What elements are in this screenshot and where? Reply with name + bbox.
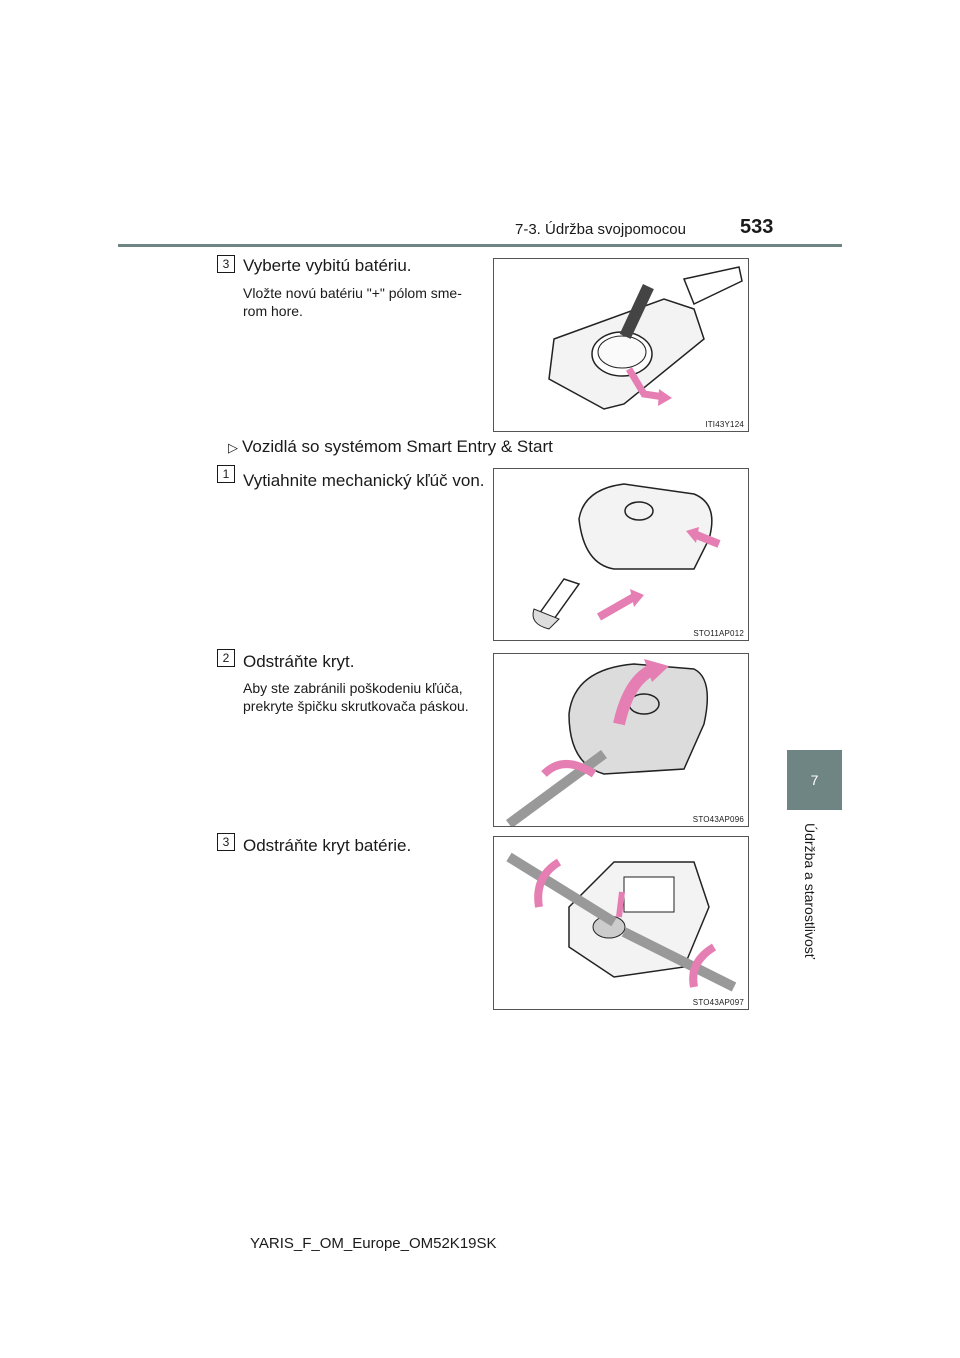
- section-title: 7-3. Údržba svojpomocou: [515, 221, 686, 238]
- step-number: 3: [217, 255, 235, 273]
- step-number: 1: [217, 465, 235, 483]
- figure-remove-cover: STO43AP096: [493, 653, 749, 827]
- chapter-label: Údržba a starostlivosť: [800, 818, 820, 968]
- figure-remove-battery-cover: STO43AP097: [493, 836, 749, 1010]
- step-number: 2: [217, 649, 235, 667]
- remove-key-illustration: [532, 483, 721, 630]
- figure-id: STO11AP012: [693, 629, 744, 638]
- battery-removal-illustration: [548, 266, 743, 410]
- figure-id: ITI43Y124: [705, 420, 744, 429]
- step-number: 3: [217, 833, 235, 851]
- step-title: Odstráňte kryt.: [243, 652, 355, 671]
- step-note: Aby ste zabránili poškodeniu kľúča, prek…: [243, 680, 469, 714]
- figure-id: STO43AP097: [692, 998, 744, 1007]
- triangle-bullet-icon: ▷: [228, 440, 238, 455]
- figure-remove-mechanical-key: STO11AP012: [493, 468, 749, 641]
- step-note: Vložte novú batériu "+" pólom sme-rom ho…: [243, 285, 462, 319]
- step-title: Vyberte vybitú batériu.: [243, 256, 412, 275]
- step-title: Odstráňte kryt batérie.: [243, 836, 412, 855]
- bullet-heading-text: Vozidlá so systémom Smart Entry & Start: [242, 437, 553, 456]
- step-title: Vytiahnite mechanický kľúč von.: [243, 471, 485, 490]
- header-rule: [118, 244, 842, 247]
- chapter-tab: 7: [787, 750, 842, 810]
- remove-cover-illustration: [506, 659, 709, 826]
- figure-id: STO43AP096: [692, 815, 744, 824]
- page-number: 533: [740, 216, 774, 238]
- document-code: YARIS_F_OM_Europe_OM52K19SK: [250, 1235, 497, 1252]
- figure-battery-removal: ITI43Y124: [493, 258, 749, 432]
- section-bullet-heading: ▷ Vozidlá so systémom Smart Entry & Start: [228, 437, 553, 457]
- remove-battery-cover-illustration: [506, 852, 737, 992]
- chapter-label-text: Údržba a starostlivosť: [802, 823, 818, 959]
